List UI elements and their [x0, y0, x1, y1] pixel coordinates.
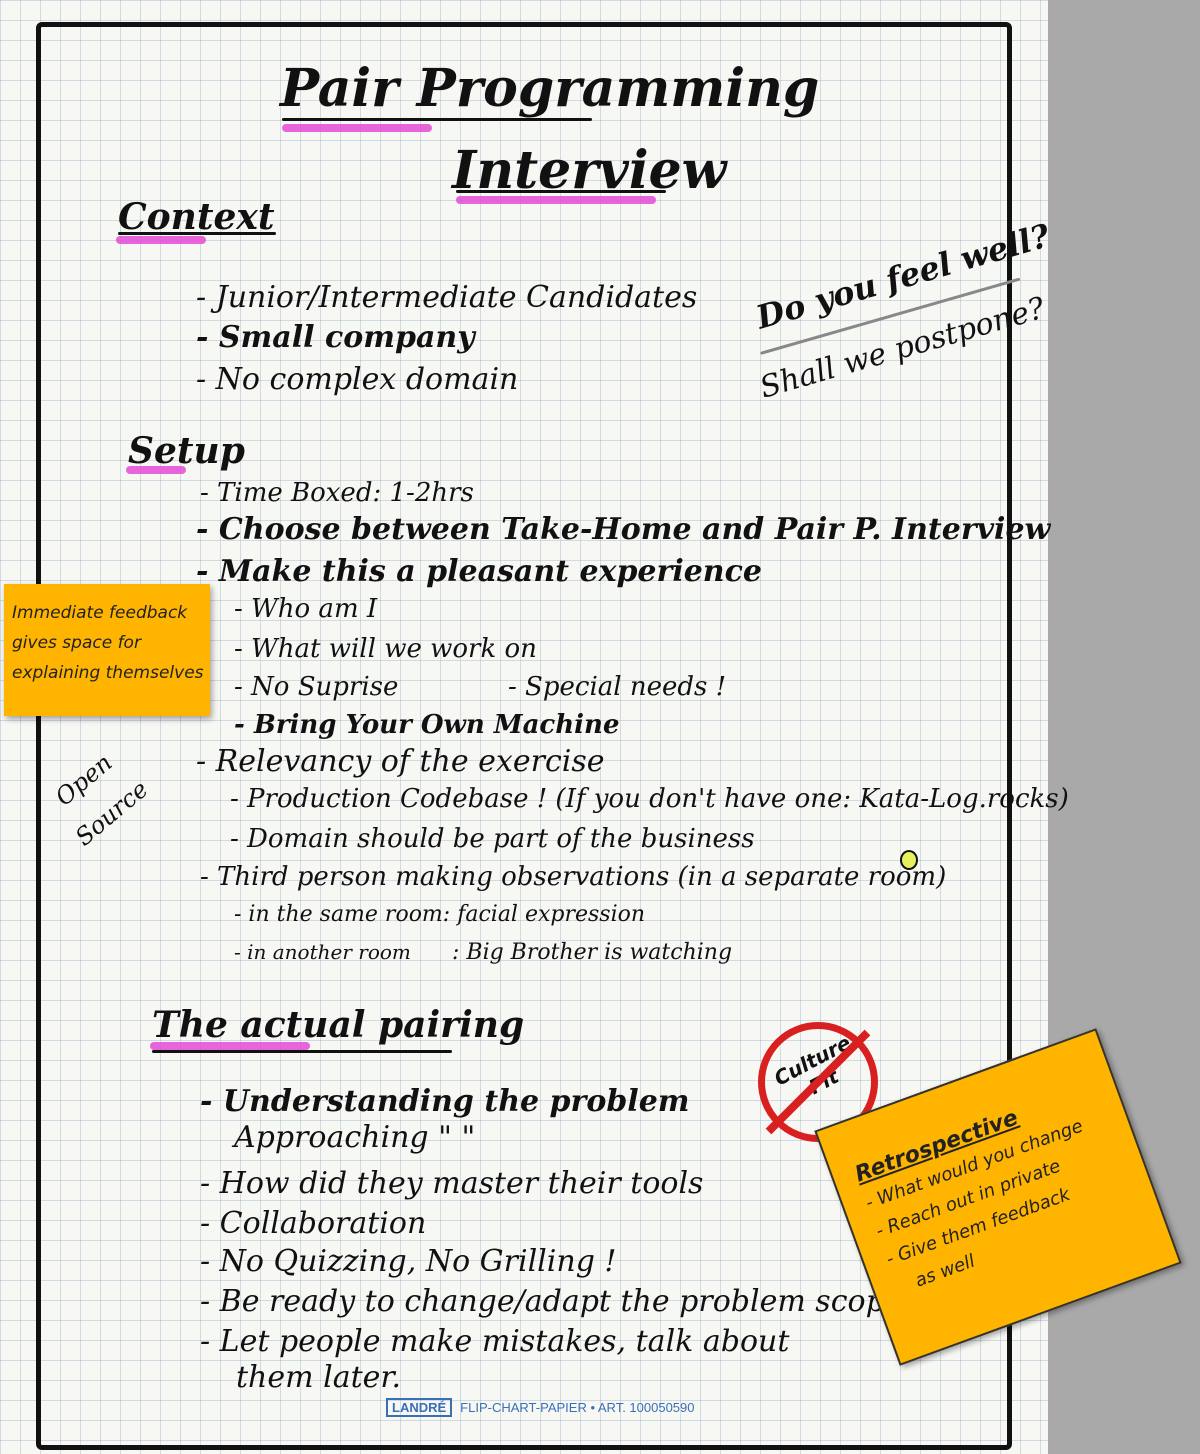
hand-drawn-frame	[36, 22, 1012, 1450]
context-item: - Small company	[196, 320, 475, 355]
context-underline	[118, 232, 276, 235]
setup-item: - Relevancy of the exercise	[196, 744, 605, 779]
pairing-highlight	[150, 1042, 310, 1050]
pairing-item: - Understanding the problem	[200, 1084, 690, 1119]
pairing-item: - Collaboration	[200, 1206, 427, 1241]
pairing-item: - Let people make mistakes, talk about	[200, 1324, 790, 1359]
setup-subitem: - Production Codebase ! (If you don't ha…	[230, 784, 1069, 814]
setup-subitem: - No Suprise	[234, 672, 399, 702]
setup-subitem: - Domain should be part of the business	[230, 824, 755, 854]
footer-text: FLIP-CHART-PAPIER • ART. 100050590	[460, 1400, 695, 1415]
setup-highlight	[126, 466, 186, 474]
brand-logo: LANDRÉ	[386, 1398, 453, 1417]
pairing-underline	[152, 1050, 452, 1053]
context-heading: Context	[118, 196, 275, 238]
setup-subitem: - in the same room: facial expression	[234, 902, 646, 927]
setup-subitem: - Bring Your Own Machine	[234, 710, 620, 740]
setup-item: - Make this a pleasant experience	[196, 554, 762, 589]
setup-subitem: - Who am I	[234, 594, 378, 624]
context-item: - No complex domain	[196, 362, 519, 397]
lightbulb-icon	[900, 850, 918, 870]
setup-subitem: - What will we work on	[234, 634, 537, 664]
setup-heading: Setup	[128, 430, 245, 472]
pairing-item: Approaching " "	[234, 1120, 476, 1155]
setup-item: - Choose between Take-Home and Pair P. I…	[196, 512, 1051, 547]
title-highlight	[282, 124, 432, 132]
setup-subitem: - in another room	[234, 940, 411, 964]
setup-subitem: : Big Brother is watching	[452, 940, 733, 965]
title-underline	[282, 118, 592, 121]
title2-highlight	[456, 196, 656, 204]
setup-item: - Time Boxed: 1-2hrs	[200, 478, 474, 508]
setup-subitem: - Special needs !	[508, 672, 727, 702]
pairing-item: them later.	[236, 1360, 401, 1395]
pairing-heading: The actual pairing	[152, 1004, 525, 1046]
sticky-line: Immediate feedback	[12, 603, 188, 623]
sticky-line: gives space for	[12, 633, 141, 653]
title-line1: Pair Programming	[280, 58, 820, 119]
context-item: - Junior/Intermediate Candidates	[196, 280, 698, 315]
pairing-item: - No Quizzing, No Grilling !	[200, 1244, 617, 1279]
pairing-item: - How did they master their tools	[200, 1166, 704, 1201]
sticky-note-feedback: Immediate feedback gives space for expla…	[4, 584, 210, 716]
setup-item: - Third person making observations (in a…	[200, 862, 947, 892]
sticky-line: explaining themselves	[12, 663, 204, 683]
paper-footer: LANDRÉ FLIP-CHART-PAPIER • ART. 100050590	[386, 1398, 695, 1417]
title2-underline	[456, 190, 666, 193]
pairing-item: - Be ready to change/adapt the problem s…	[200, 1284, 903, 1319]
context-highlight	[116, 236, 206, 244]
